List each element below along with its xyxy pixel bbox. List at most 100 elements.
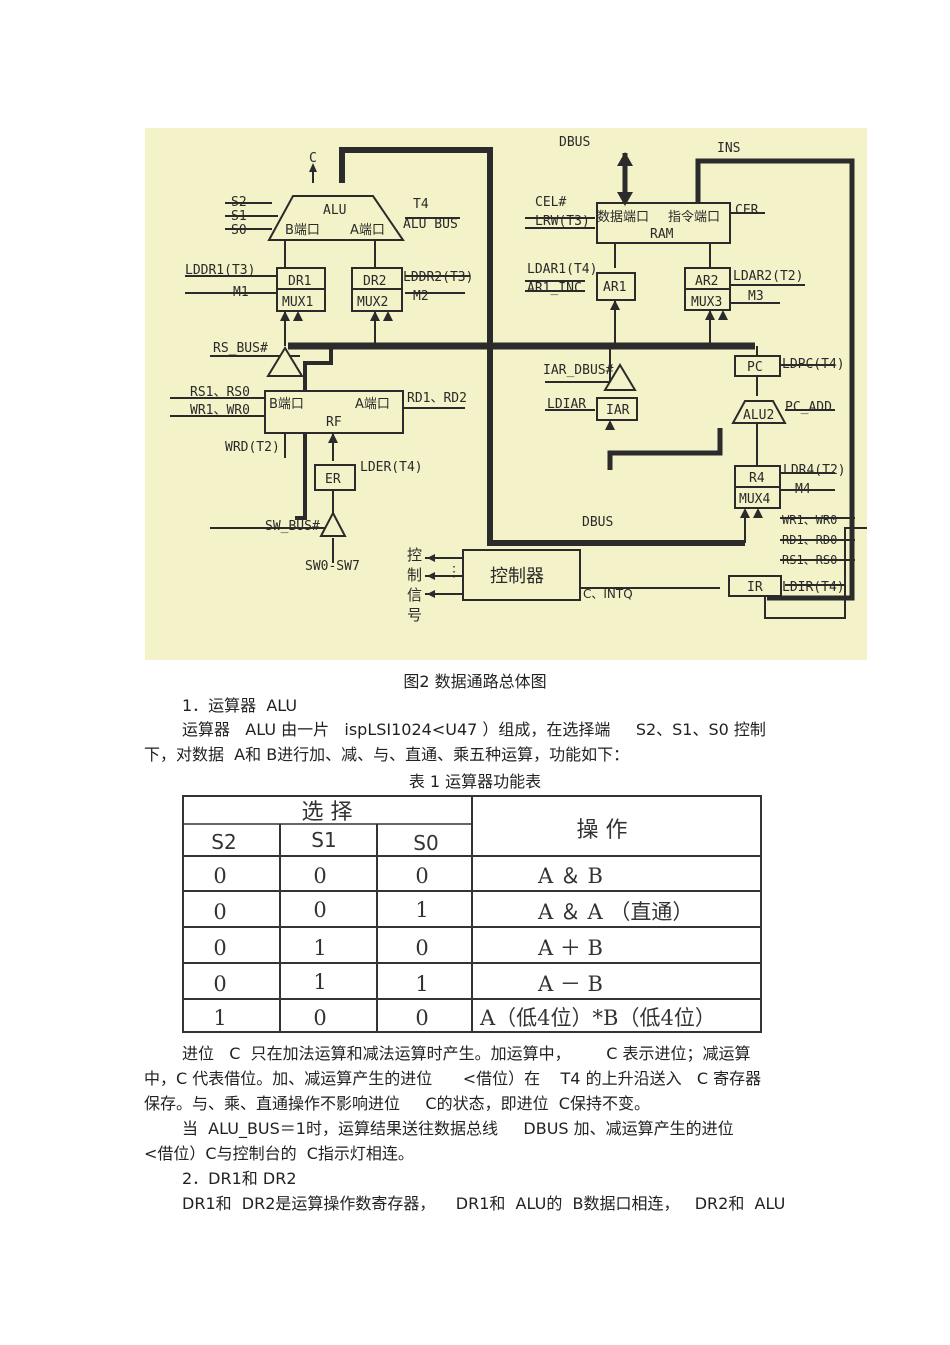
label-rf: RF xyxy=(326,415,342,430)
row-5-s0: 0 xyxy=(415,1006,428,1030)
label-ldar1: LDAR1(T4) xyxy=(527,262,597,277)
label-c-intq: C、INTQ xyxy=(583,587,633,601)
section-1-para-line-2: 下，对数据 A和 B进行加、减、与、直通、乘五种运算，功能如下： xyxy=(144,745,630,764)
label-iar-dbus: IAR_DBUS# xyxy=(543,363,614,378)
label-ldiar: LDIAR xyxy=(547,397,586,412)
label-c: C xyxy=(309,151,317,166)
para-4-line-1: DR1和 DR2是运算操作数寄存器， DR1和 ALU的 B数据口相连， DR2… xyxy=(182,1194,786,1213)
label-ldir: LDIR(T4) xyxy=(782,580,845,595)
row-1-s1: 0 xyxy=(313,864,326,888)
label-ar2: AR2 xyxy=(695,274,718,289)
label-ctrl-2: 制 xyxy=(407,566,422,584)
label-mux2: MUX2 xyxy=(357,295,388,310)
label-pc: PC xyxy=(747,360,763,375)
table-group-header: 选 择 xyxy=(302,800,353,825)
label-er: ER xyxy=(325,472,341,487)
datapath-figure: DBUS INS C S2 S1 S0 ALU T4 ALU BUS B端口 A… xyxy=(145,128,867,660)
label-m4: M4 xyxy=(795,482,811,497)
dbus-arrow xyxy=(617,152,633,206)
row-2-op: A ＆ A （直通） xyxy=(537,900,693,924)
row-5-s2: 1 xyxy=(213,1006,226,1030)
arrowheads xyxy=(280,163,763,598)
label-s1: S1 xyxy=(231,209,247,224)
label-mux4: MUX4 xyxy=(739,492,770,507)
label-ins: INS xyxy=(717,141,740,156)
label-cer: CER xyxy=(735,203,759,218)
row-2-s1: 0 xyxy=(313,898,326,922)
row-3-s0: 0 xyxy=(415,936,428,960)
figure-labels: DBUS INS C S2 S1 S0 ALU T4 ALU BUS B端口 A… xyxy=(185,135,846,624)
alu-function-table: 选 择 操 作 S2 S1 S0 0 0 0 0 0 1 0 1 0 0 1 1… xyxy=(182,795,762,1035)
label-pc-add: PC_ADD xyxy=(785,400,832,415)
label-ldar2: LDAR2(T2) xyxy=(733,269,803,284)
para-2-line-2: 中，C 代表借位。加、减运算产生的进位 <借位）在 T4 的上升沿送入 C 寄存… xyxy=(144,1069,762,1088)
label-alu-bus: ALU BUS xyxy=(403,217,458,232)
label-controller: 控制器 xyxy=(490,566,544,587)
label-m1: M1 xyxy=(233,285,249,300)
figure-caption: 图2 数据通路总体图 xyxy=(403,672,547,691)
table-col-s0: S0 xyxy=(413,831,438,855)
alu2-shape xyxy=(731,400,787,424)
label-dr1: DR1 xyxy=(288,274,311,289)
label-ar1-inc: AR1_INC xyxy=(527,281,582,296)
label-lddr1: LDDR1(T3) xyxy=(185,263,255,278)
label-rd1-rd2: RD1、RD2 xyxy=(407,391,467,406)
label-lrw: LRW(T3) xyxy=(535,214,590,229)
label-m2: M2 xyxy=(413,289,429,304)
label-alu-a-port: A端口 xyxy=(350,223,385,238)
label-rs1-rs0: RS1、RS0 xyxy=(190,385,250,400)
label-rf-b-port: B端口 xyxy=(269,397,304,412)
section-2-title: 2．DR1和 DR2 xyxy=(182,1169,297,1188)
para-2-line-1: 进位 C 只在加法运算和减法运算时产生。加运算中， C 表示进位；减运算 xyxy=(182,1044,751,1063)
label-ctrl-4: 号 xyxy=(407,606,422,624)
label-alu-b-port: B端口 xyxy=(285,223,320,238)
label-rs-bus: RS_BUS# xyxy=(213,341,268,356)
label-rs1-rs0-r: RS1、RS0 xyxy=(782,553,837,567)
label-ar1: AR1 xyxy=(603,280,626,295)
row-2-s2: 0 xyxy=(213,900,226,924)
section-1-para-line-1: 运算器 ALU 由一片 ispLSI1024<U47 ）组成，在选择端 S2、S… xyxy=(182,720,766,739)
label-mux3: MUX3 xyxy=(691,295,722,310)
label-rf-a-port: A端口 xyxy=(355,397,390,412)
para-3-line-2: <借位）C与控制台的 C指示灯相连。 xyxy=(144,1144,414,1163)
label-ldr4: LDR4(T2) xyxy=(783,463,846,478)
label-s2: S2 xyxy=(231,195,247,210)
label-rd1-rd0: RD1、RD0 xyxy=(782,533,837,547)
table-op-header: 操 作 xyxy=(577,818,628,843)
label-r4: R4 xyxy=(749,471,765,486)
label-lder: LDER(T4) xyxy=(360,460,423,475)
table-title: 表 1 运算器功能表 xyxy=(408,772,542,791)
table-col-s2: S2 xyxy=(211,830,236,854)
register-boxes xyxy=(264,202,782,601)
label-wr1-wr0: WR1、WR0 xyxy=(190,403,250,418)
row-1-s2: 0 xyxy=(213,864,226,888)
label-ram: RAM xyxy=(650,227,674,242)
row-4-s0: 1 xyxy=(415,972,428,996)
label-dbus-mid: DBUS xyxy=(582,515,613,530)
label-ir: IR xyxy=(747,580,763,595)
row-4-s1: 1 xyxy=(313,970,326,994)
row-3-s2: 0 xyxy=(213,936,226,960)
row-1-s0: 0 xyxy=(415,864,428,888)
row-5-s1: 0 xyxy=(313,1006,326,1030)
alu-shape xyxy=(267,195,405,241)
label-ldpc: LDPC(T4) xyxy=(782,357,845,372)
section-1-title: 1．运算器 ALU xyxy=(182,696,298,715)
label-sw-bus: SW_BUS# xyxy=(265,519,320,534)
label-ctrl-1: 控 xyxy=(407,546,422,564)
label-iar: IAR xyxy=(606,403,630,418)
table-col-s1: S1 xyxy=(311,828,336,852)
row-2-s0: 1 xyxy=(415,898,428,922)
row-1-op: A ＆ B xyxy=(537,864,603,888)
label-t4: T4 xyxy=(413,197,429,212)
row-4-op: A － B xyxy=(537,972,603,996)
para-2-line-3: 保存。与、乘、直通操作不影响进位 C的状态，即进位 C保持不变。 xyxy=(144,1094,650,1113)
tristate-buffers xyxy=(266,346,637,537)
label-wrd: WRD(T2) xyxy=(225,440,280,455)
label-ram-ins: 指令端口 xyxy=(668,210,720,225)
row-3-s1: 1 xyxy=(313,936,326,960)
label-m3: M3 xyxy=(748,289,764,304)
table-grid: 选 择 操 作 S2 S1 S0 0 0 0 0 0 1 0 1 0 0 1 1… xyxy=(182,795,762,1033)
label-ctrl-dots: ⋮ xyxy=(447,564,461,580)
label-wr1-wr0-r: WR1、WR0 xyxy=(782,513,837,527)
